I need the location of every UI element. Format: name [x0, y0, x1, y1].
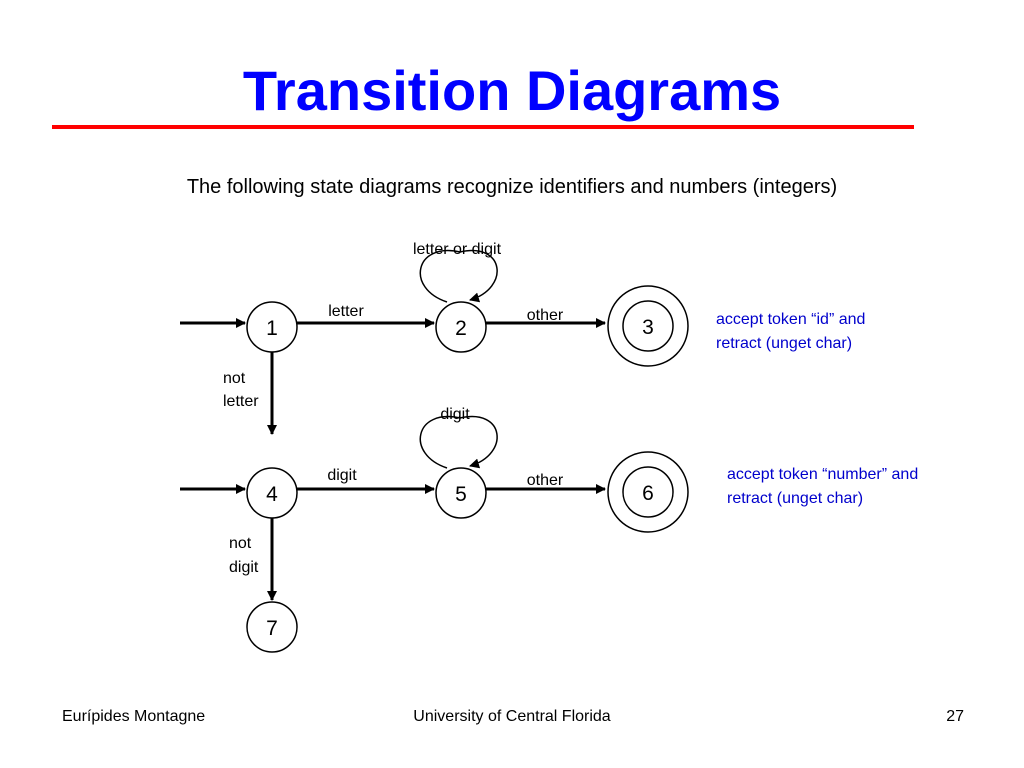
title-underline — [52, 125, 914, 129]
edge-1-4-label-line-1: not — [223, 370, 246, 387]
note-number-line-1: accept token “number” and — [727, 466, 918, 483]
edge-1-4-label-line-2: letter — [223, 393, 259, 410]
state-5 — [435, 467, 487, 519]
loop-5 — [419, 415, 498, 469]
state-7 — [246, 601, 298, 653]
loop-2 — [419, 249, 498, 303]
edge-4-7-label-line-2: digit — [229, 559, 259, 576]
edge-1-2-label: letter — [328, 303, 364, 320]
edge-4-5-label: digit — [327, 467, 357, 484]
state-4-label: 4 — [266, 483, 278, 506]
edge-5-6-label: other — [527, 472, 564, 489]
state-7-label: 7 — [266, 617, 278, 640]
footer-page-number: 27 — [946, 708, 964, 725]
state-6 — [622, 466, 674, 518]
state-2 — [435, 301, 487, 353]
slide-subtitle: The following state diagrams recognize i… — [186, 176, 838, 198]
state-5-label: 5 — [455, 483, 467, 506]
footer-author: Eurípides Montagne — [62, 708, 206, 725]
footer-institution: University of Central Florida — [413, 708, 611, 725]
edge-4-7-label-line-1: not — [229, 535, 252, 552]
loop-2-label: letter or digit — [413, 241, 502, 258]
edge-2-3-label: other — [527, 307, 564, 324]
slide-title: Transition Diagrams — [242, 59, 782, 122]
state-3-label: 3 — [642, 316, 654, 339]
note-id-line-2: retract (unget char) — [716, 335, 852, 352]
loop-5-label: digit — [440, 406, 470, 423]
state-2-label: 2 — [455, 317, 467, 340]
state-6-label: 6 — [642, 482, 654, 505]
state-3 — [622, 300, 674, 352]
note-id-line-1: accept token “id” and — [716, 311, 865, 328]
note-number-line-2: retract (unget char) — [727, 490, 863, 507]
state-1-label: 1 — [266, 317, 278, 340]
